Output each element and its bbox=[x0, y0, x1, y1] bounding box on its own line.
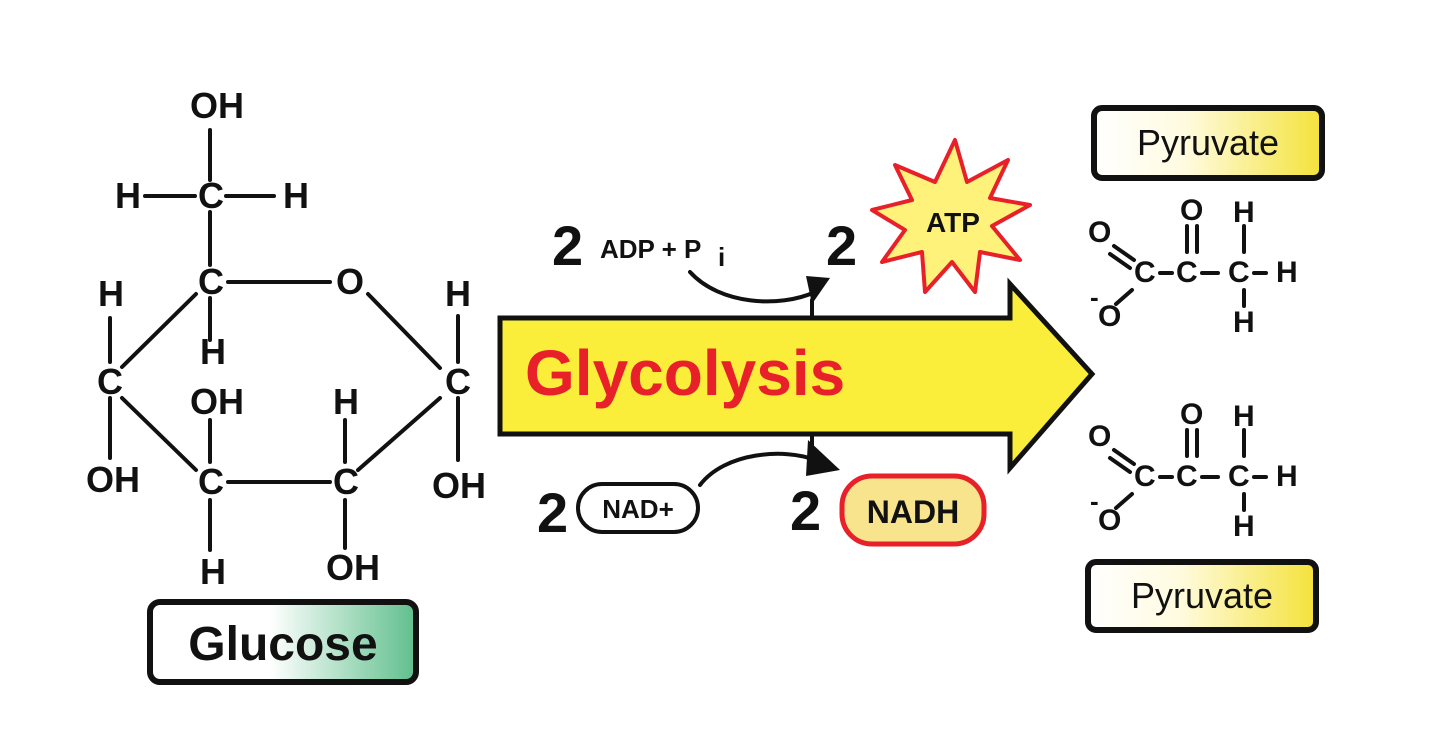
pyr1-o-double: O bbox=[1088, 216, 1111, 249]
pyr1-h-top: H bbox=[1233, 196, 1255, 229]
glycolysis-arrow: Glycolysis bbox=[497, 277, 1096, 475]
glucose-c6-oh: OH bbox=[190, 85, 244, 126]
pyr1-c3: C bbox=[1228, 256, 1250, 289]
nad-coefficient: 2 bbox=[537, 481, 568, 544]
atp-curve-arrowhead bbox=[806, 276, 830, 304]
pyruvate-label-top: Pyruvate bbox=[1137, 122, 1279, 163]
pyr1-o-ketone: O bbox=[1180, 194, 1203, 227]
pyruvate-label-bottom: Pyruvate bbox=[1131, 575, 1273, 616]
glucose-c6: C bbox=[198, 175, 224, 216]
glucose-c6-h-left: H bbox=[115, 175, 141, 216]
glucose-c5: C bbox=[198, 261, 224, 302]
glucose-c4-h: H bbox=[98, 273, 124, 314]
atp-coefficient: 2 bbox=[826, 214, 857, 277]
glucose-c3: C bbox=[198, 461, 224, 502]
pyr1-h-right: H bbox=[1276, 256, 1298, 289]
glucose-c3-h: H bbox=[200, 551, 226, 592]
adp-pi-label: ADP + P bbox=[600, 234, 701, 264]
pyr1-c2: C bbox=[1176, 256, 1198, 289]
adp-coefficient: 2 bbox=[552, 214, 583, 277]
nadh-coefficient: 2 bbox=[790, 479, 821, 542]
pyr2-c3: C bbox=[1228, 460, 1250, 493]
pyr2-o-ketone: O bbox=[1180, 398, 1203, 431]
pyr2-h-top: H bbox=[1233, 400, 1255, 433]
pyr2-o-minus: O bbox=[1098, 504, 1121, 537]
pyruvate-label-box-top: Pyruvate bbox=[1091, 105, 1325, 181]
glucose-structure: OH H C H C O H H H C C OH H OH C C OH H … bbox=[86, 85, 486, 592]
atp-burst bbox=[870, 138, 1032, 294]
glucose-c3-oh: OH bbox=[190, 381, 244, 422]
nad-label: NAD+ bbox=[602, 494, 674, 524]
glucose-c4-oh: OH bbox=[86, 459, 140, 500]
pyruvate-structure-top: O C C O C H H H O - bbox=[1088, 194, 1298, 339]
glucose-c4: C bbox=[97, 361, 123, 402]
pyr1-c1: C bbox=[1134, 256, 1156, 289]
pyr2-h-bottom: H bbox=[1233, 510, 1255, 543]
nad-pill bbox=[576, 482, 700, 534]
glucose-label: Glucose bbox=[188, 618, 377, 671]
glucose-c2-h: H bbox=[333, 381, 359, 422]
nad-reaction: 2 NAD+ 2 NADH bbox=[537, 432, 987, 547]
pyr1-o-minus: O bbox=[1098, 300, 1121, 333]
pi-subscript: i bbox=[718, 242, 725, 272]
pyr2-charge: - bbox=[1090, 486, 1099, 516]
glucose-c2-oh: OH bbox=[326, 547, 380, 588]
pyr2-c2: C bbox=[1176, 460, 1198, 493]
atp-reaction: 2 ADP + P i 2 ATP bbox=[552, 138, 1032, 320]
pyr1-charge: - bbox=[1090, 282, 1099, 312]
glucose-ring-o: O bbox=[336, 261, 364, 302]
glucose-c1-oh: OH bbox=[432, 465, 486, 506]
glucose-c6-h-right: H bbox=[283, 175, 309, 216]
glucose-label-box: Glucose bbox=[147, 599, 419, 685]
nad-curve-arrowhead bbox=[806, 440, 840, 476]
atp-label: ATP bbox=[926, 207, 980, 238]
pyr2-o-double: O bbox=[1088, 420, 1111, 453]
pyr1-h-bottom: H bbox=[1233, 306, 1255, 339]
nadh-label: NADH bbox=[867, 494, 959, 530]
pyruvate-structure-bottom: O C C O C H H H O - bbox=[1088, 398, 1298, 543]
pyr2-h-right: H bbox=[1276, 460, 1298, 493]
glucose-c1: C bbox=[445, 361, 471, 402]
glucose-c1-h: H bbox=[445, 273, 471, 314]
pyruvate-label-box-bottom: Pyruvate bbox=[1085, 559, 1319, 633]
glucose-c5-h: H bbox=[200, 331, 226, 372]
pyr2-c1: C bbox=[1134, 460, 1156, 493]
nadh-pill bbox=[839, 473, 987, 547]
glycolysis-label: Glycolysis bbox=[525, 337, 845, 409]
glucose-c2: C bbox=[333, 461, 359, 502]
